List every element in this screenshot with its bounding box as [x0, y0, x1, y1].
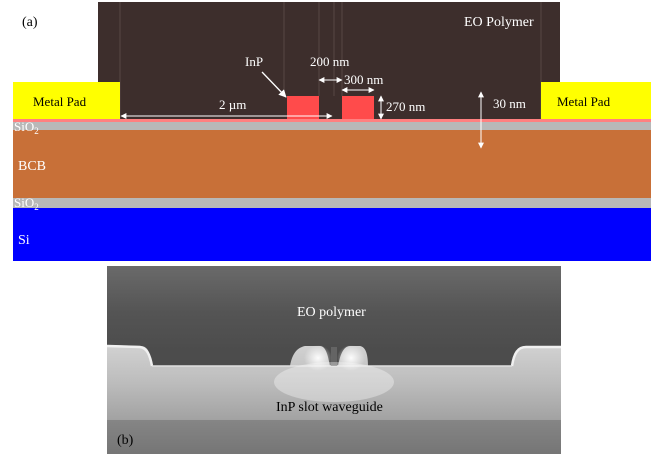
- rib-height-label: 270 nm: [386, 99, 425, 114]
- inp-pointer-arrow: [261, 71, 287, 98]
- metal-pad-left-label: Metal Pad: [33, 94, 87, 109]
- metal-pad-left: [13, 82, 120, 120]
- sem-substrate: [107, 345, 561, 454]
- sem-waveguide-label: InP slot waveguide: [276, 400, 383, 415]
- gap-dimension-label: 200 nm: [310, 54, 349, 69]
- pad-distance-label: 2 µm: [219, 97, 246, 112]
- sem-slot: [331, 347, 337, 366]
- panel-a-label: (a): [22, 15, 38, 30]
- panel-b-label: (b): [117, 433, 134, 448]
- si-label: Si: [18, 233, 30, 248]
- sio2-top-layer: [13, 122, 651, 130]
- bcb-layer: [13, 130, 651, 198]
- inp-rib-right: [342, 96, 374, 120]
- film-thickness-label: 30 nm: [493, 96, 526, 111]
- sio2-bottom-layer: [13, 198, 651, 208]
- rib-width-label: 300 nm: [344, 72, 383, 87]
- metal-pad-right-label: Metal Pad: [557, 94, 611, 109]
- sem-rib-right: [337, 345, 365, 371]
- inp-label: InP: [245, 54, 263, 69]
- sem-rib-left: [304, 345, 332, 371]
- panel-b-sem-image: EO polymer InP slot waveguide (b): [106, 266, 561, 454]
- inp-thin-film: [13, 119, 651, 122]
- sio2-top-label: SiO2: [14, 119, 39, 136]
- sio2-bottom-label: SiO2: [14, 195, 39, 212]
- eo-polymer-label: EO Polymer: [464, 15, 534, 30]
- sem-right-step-edge: [510, 345, 561, 367]
- si-substrate: [13, 208, 651, 261]
- sem-eo-polymer-label: EO polymer: [297, 305, 366, 320]
- panel-a: (a) EO Polymer Metal Pad Metal Pad InP 2…: [13, 2, 651, 261]
- sem-left-step-edge: [106, 344, 154, 367]
- bcb-label: BCB: [18, 159, 46, 174]
- metal-pad-right: [541, 82, 651, 120]
- sem-bottom-shade: [107, 420, 561, 454]
- sem-core-glow: [274, 362, 394, 402]
